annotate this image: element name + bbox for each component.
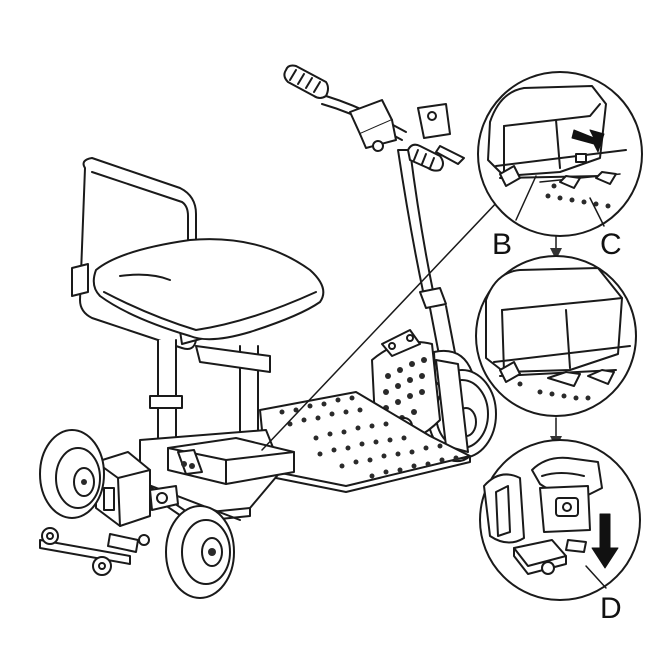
front-wheel xyxy=(427,350,497,462)
left-handle-grip xyxy=(283,64,329,99)
callout-label-d: D xyxy=(600,592,622,625)
floor-deck xyxy=(259,391,471,493)
leader-line xyxy=(261,179,519,451)
anti-tip-wheels xyxy=(39,527,150,576)
hinge-bracket xyxy=(381,329,421,357)
seat-cushion xyxy=(92,238,325,341)
inset-step-1 xyxy=(477,71,643,237)
callout-label-c: C xyxy=(600,228,622,261)
callout-label-b: B xyxy=(492,228,512,261)
inset-step-3 xyxy=(479,439,641,601)
arrow-down-icon xyxy=(591,513,619,569)
right-handle-grip xyxy=(407,143,444,172)
inset-step-2 xyxy=(475,255,637,417)
seat-post xyxy=(149,339,271,449)
control-pod xyxy=(349,99,465,165)
arrow-right-icon xyxy=(571,129,605,153)
rear-right-wheel xyxy=(165,505,235,599)
rear-left-wheel xyxy=(39,429,105,519)
rear-motor xyxy=(95,451,179,527)
scooter xyxy=(39,64,519,599)
